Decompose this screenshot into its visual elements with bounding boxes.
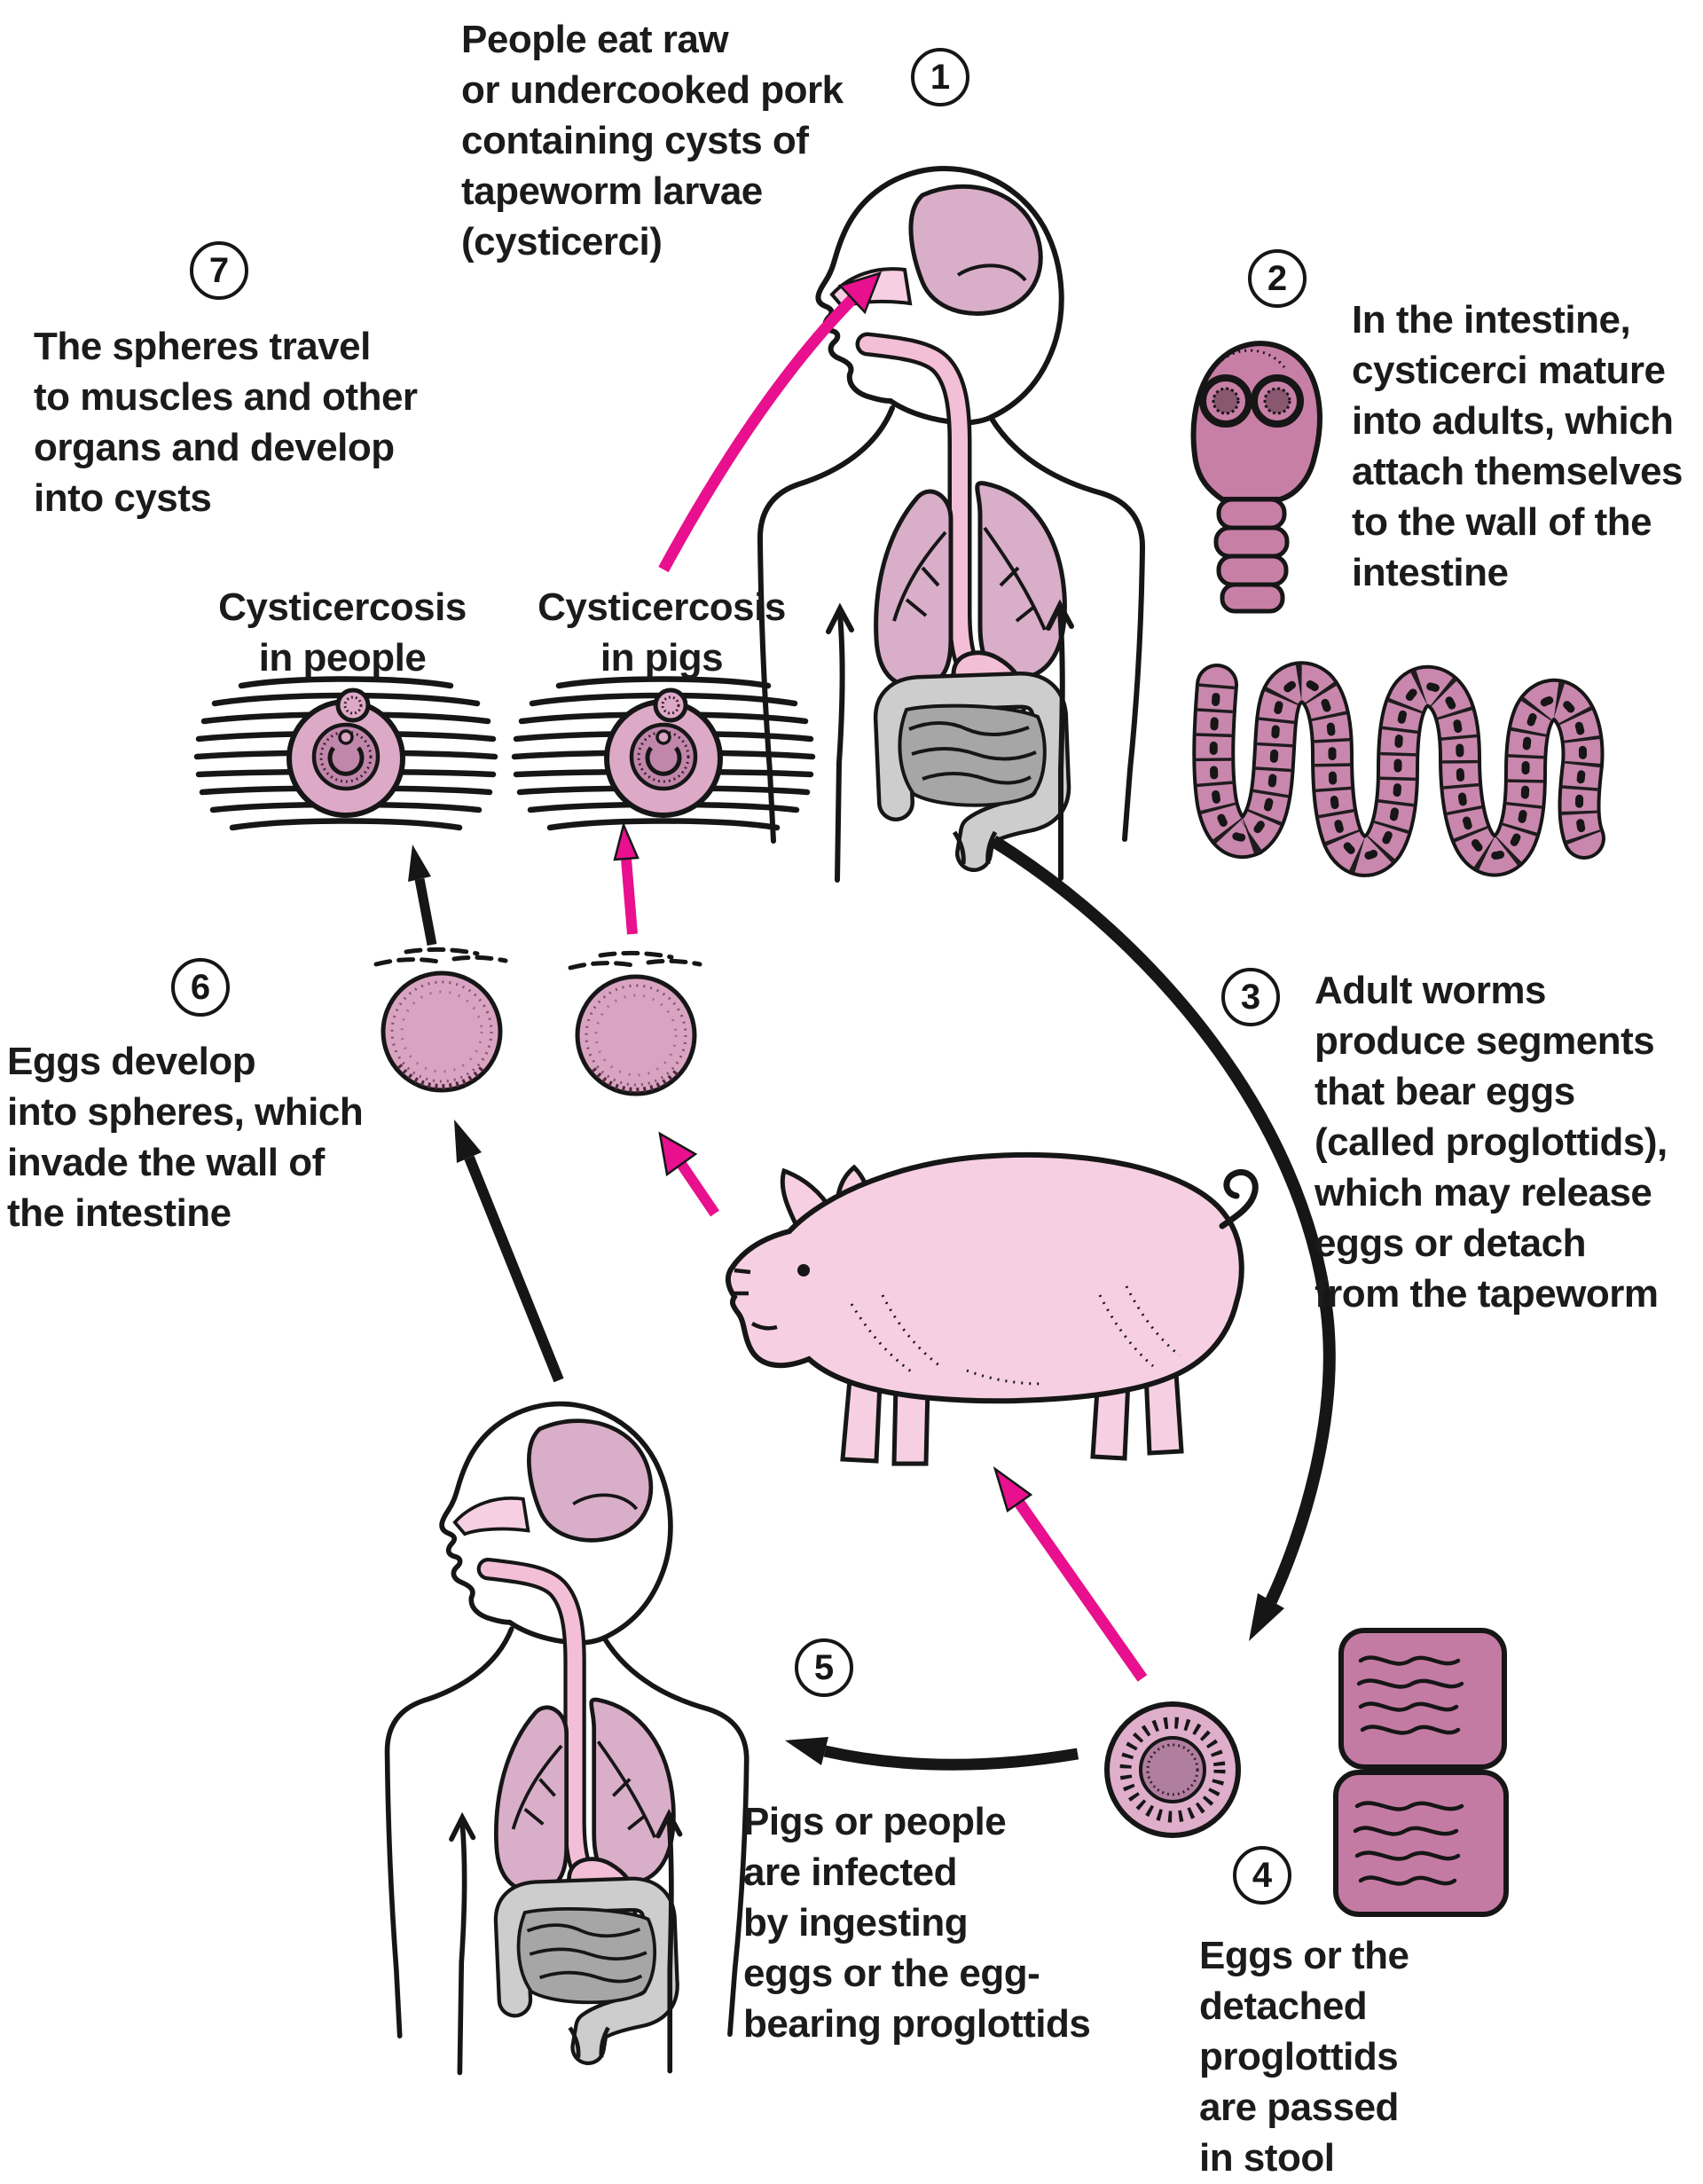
- label-cysticercosis-in-people: Cysticercosis in people: [218, 585, 467, 680]
- step-3-number: 3: [1240, 977, 1261, 1017]
- tapeworm-scolex-icon: [1190, 341, 1322, 614]
- arrow-pig-to-sphere-icon: [658, 1131, 719, 1217]
- pig-illustration: [726, 1151, 1259, 1466]
- step-5-text: Pigs or people are infected by ingesting…: [743, 1800, 1091, 2046]
- step-6-badge: 6: [171, 958, 230, 1017]
- step-3-badge: 3: [1221, 968, 1280, 1026]
- sphere-left-icon: [376, 949, 506, 1090]
- step-6-number: 6: [190, 967, 211, 1007]
- step-4-text: Eggs or the detached proglottids are pas…: [1199, 1934, 1409, 2180]
- step-4-badge: 4: [1233, 1846, 1291, 1905]
- step-7-text: The spheres travel to muscles and other …: [34, 325, 418, 520]
- arrow-sphere-to-pig-muscle-icon: [613, 821, 640, 935]
- tapeworm-coil-icon: [1192, 661, 1605, 877]
- muscle-cyst-people-icon: [197, 680, 495, 829]
- human-bottom-illustration: [388, 1404, 747, 2073]
- label-cysticercosis-in-pigs: Cysticercosis in pigs: [538, 585, 786, 680]
- arrow-sphere-to-people-muscle-icon: [408, 845, 437, 947]
- step-2-badge: 2: [1248, 249, 1307, 308]
- arrow-human-to-sphere-icon: [454, 1119, 564, 1383]
- step-6-text: Eggs develop into spheres, which invade …: [7, 1040, 364, 1235]
- step-5-badge: 5: [795, 1638, 853, 1697]
- step-3-text: Adult worms produce segments that bear e…: [1315, 969, 1668, 1316]
- muscle-cyst-pigs-icon: [514, 680, 812, 829]
- step-1-badge: 1: [911, 48, 969, 106]
- step-5-number: 5: [813, 1647, 835, 1687]
- step-7-number: 7: [208, 250, 230, 290]
- arrow-pork-to-mouth-icon: [658, 271, 883, 573]
- human-top-illustration: [760, 169, 1142, 880]
- arrow-human-to-stool-icon: [990, 836, 1336, 1641]
- sphere-right-icon: [570, 953, 700, 1094]
- step-7-badge: 7: [190, 241, 248, 300]
- proglottids-icon: [1333, 1628, 1509, 1917]
- step-2-number: 2: [1267, 258, 1288, 298]
- step-1-number: 1: [930, 57, 951, 97]
- step-1-text: People eat raw or undercooked pork conta…: [461, 18, 844, 263]
- step-2-text: In the intestine, cysticerci mature into…: [1352, 298, 1683, 594]
- step-4-number: 4: [1252, 1855, 1273, 1895]
- egg-icon: [1104, 1701, 1241, 1838]
- arrow-egg-to-pig-icon: [993, 1465, 1148, 1682]
- arrow-egg-to-human-icon: [785, 1737, 1079, 1771]
